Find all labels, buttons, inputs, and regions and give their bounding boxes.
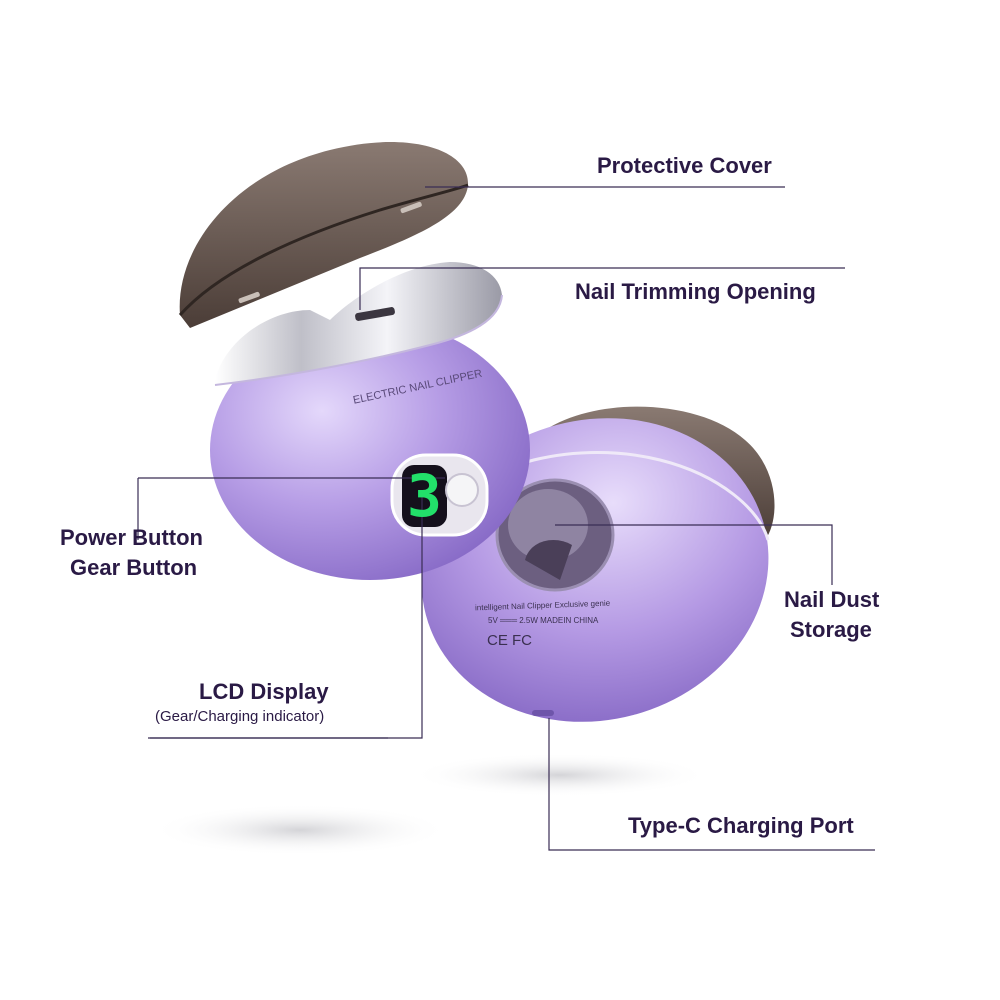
front-device-shape <box>210 262 530 580</box>
callout-lcd-display: LCD Display <box>199 679 329 704</box>
callout-lcd-display-sub: (Gear/Charging indicator) <box>155 708 325 725</box>
device-back-print-2: 5V ═══ 2.5W MADEIN CHINA <box>488 616 599 625</box>
floor-shadow-front <box>150 804 450 856</box>
callout-nail-dust-line1: Nail Dust <box>784 587 880 612</box>
callout-power-button: Power Button <box>60 525 203 550</box>
lcd-digit: 3 <box>407 462 442 530</box>
callout-lines <box>137 186 875 851</box>
device-back-print-3: CE FC <box>487 632 532 649</box>
callout-nail-trimming-opening: Nail Trimming Opening <box>575 279 816 304</box>
power-button-shape <box>445 473 479 507</box>
callout-nail-dust-line2: Storage <box>790 617 872 642</box>
callout-protective-cover: Protective Cover <box>597 153 772 178</box>
callout-type-c-port: Type-C Charging Port <box>628 813 854 838</box>
protective-cover-shape <box>178 142 469 328</box>
lcd-screen <box>402 465 447 527</box>
floor-shadow-back <box>410 753 710 797</box>
callout-gear-button: Gear Button <box>70 555 198 580</box>
